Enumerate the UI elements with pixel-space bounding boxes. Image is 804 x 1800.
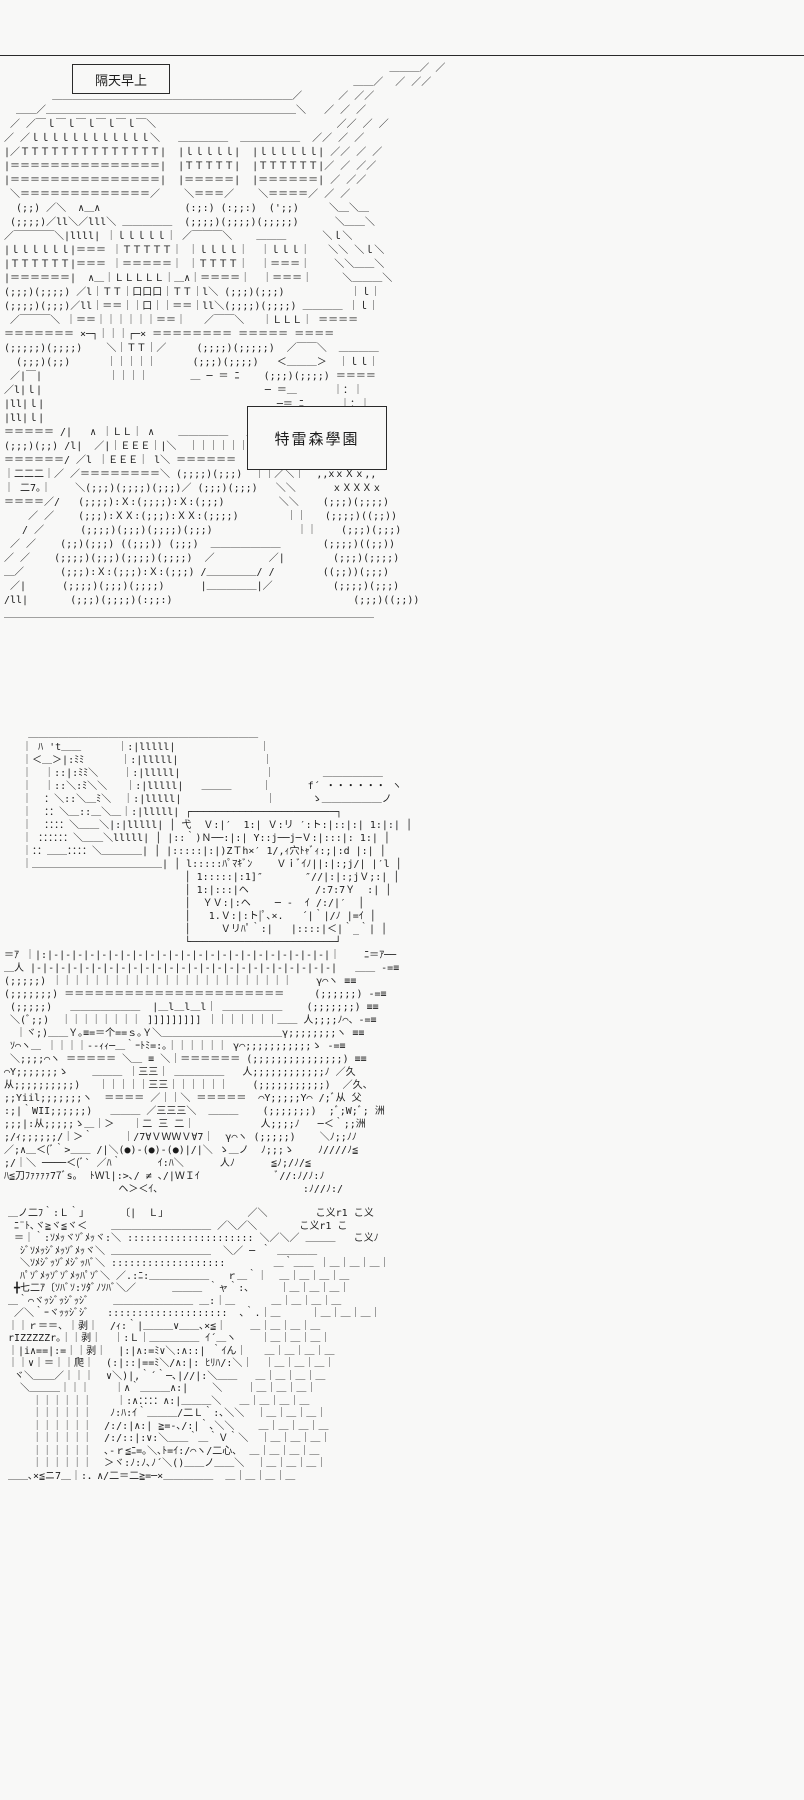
ascii-art-characters-outdoor-scene: ＿＿＿＿＿＿＿＿＿＿＿＿＿＿＿＿＿＿＿＿＿＿＿ ｜ ﾊ 't＿＿ ｜:|llll…	[4, 729, 412, 1195]
ascii-art-brick-wall-scene: ＿ノ二ﾌ｀:Ｌ｀｣ 〔| Ｌ｣ ／＼ こ义r1 こ义 ﾆ¨ﾄ､ヾ≧ヾ≦ヾ＜ ＿＿…	[8, 1208, 390, 1482]
scene-caption-box: 隔天早上	[72, 64, 170, 94]
ascii-art-school-exterior-scene: ＿＿＿／ ／ ＿＿／ ／ ／／ ＿＿＿＿＿＿＿＿＿＿＿＿＿＿＿＿＿＿＿＿＿＿＿＿…	[4, 63, 446, 620]
top-horizontal-rule	[0, 55, 804, 56]
scene-caption-text: 隔天早上	[94, 73, 147, 89]
school-sign-text: 特雷森學園	[274, 429, 360, 448]
school-sign-box: 特雷森學園	[247, 406, 387, 470]
